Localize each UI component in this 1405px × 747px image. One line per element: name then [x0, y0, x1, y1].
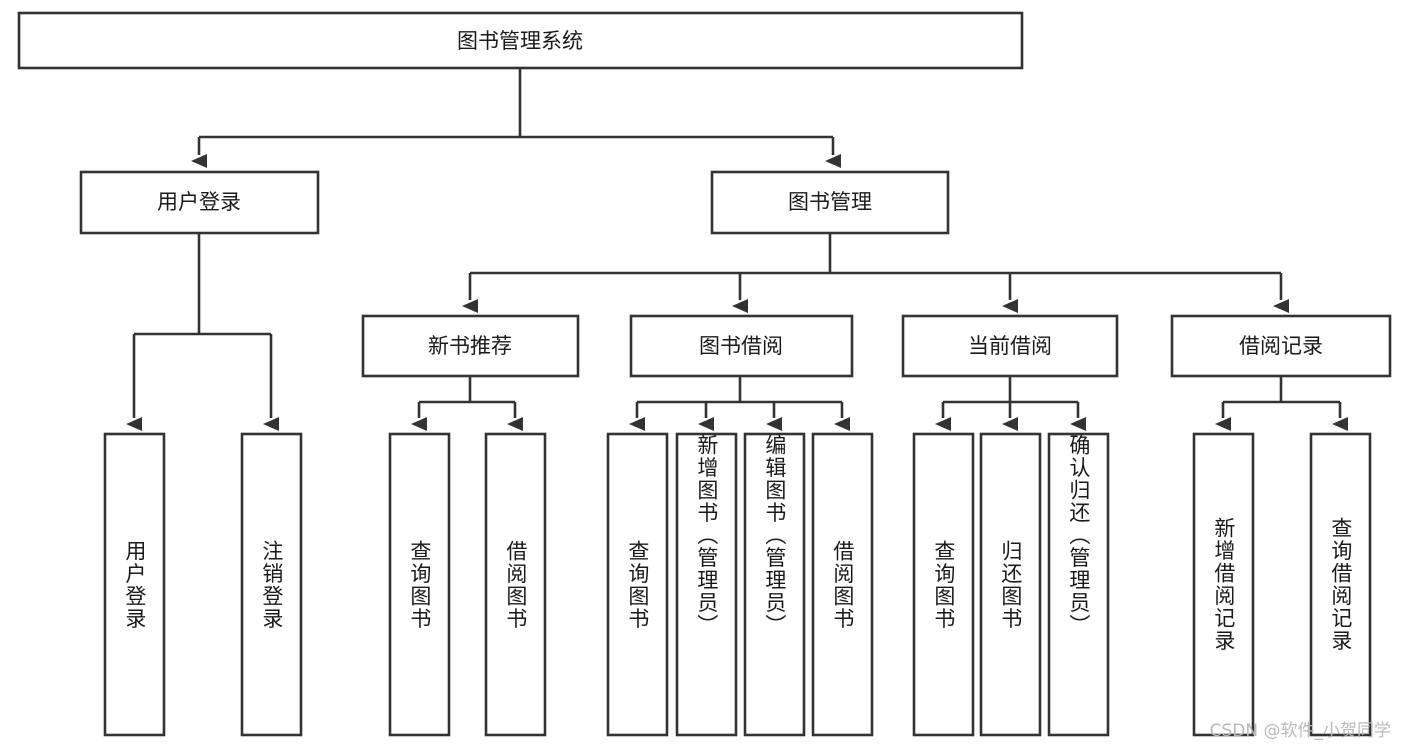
node-root-book-management-system[interactable]: 图书管理系统 — [17, 11, 1024, 70]
node-current-borrow-label: 当前借阅 — [968, 334, 1052, 358]
node-current-borrow[interactable]: 当前借阅 — [901, 314, 1119, 378]
leaf-box-book-borrow-1[interactable] — [675, 432, 738, 737]
connector-book-borrow-to-leaves — [629, 377, 850, 431]
node-book-borrow[interactable]: 图书借阅 — [629, 314, 854, 378]
leaf-box-user-login-0[interactable] — [103, 432, 166, 737]
connector-borrow-record-to-leaves — [1215, 377, 1348, 431]
leaf-box-borrow-record-0[interactable] — [1192, 432, 1255, 737]
connector-book-manage-to-level3 — [462, 234, 1289, 313]
leaf-box-current-borrow-2[interactable] — [1047, 432, 1110, 737]
node-borrow-record-label: 借阅记录 — [1239, 334, 1323, 358]
leaf-box-borrow-record-1[interactable] — [1309, 432, 1372, 737]
connector-new-book-to-leaves — [411, 377, 523, 431]
leaf-box-new-book-1[interactable] — [484, 432, 547, 737]
node-new-book-recommend[interactable]: 新书推荐 — [361, 314, 580, 378]
leaf-box-book-borrow-3[interactable] — [811, 432, 874, 737]
leaf-box-new-book-0[interactable] — [388, 432, 451, 737]
node-new-book-recommend-label: 新书推荐 — [428, 334, 512, 358]
node-user-login-label: 用户登录 — [157, 190, 241, 214]
node-book-management-label: 图书管理 — [788, 190, 872, 214]
connector-current-borrow-to-leaves — [935, 377, 1086, 431]
leaf-box-user-login-1[interactable] — [240, 432, 303, 737]
node-borrow-record[interactable]: 借阅记录 — [1170, 314, 1392, 378]
connector-user-login-to-leaves — [126, 234, 279, 431]
leaf-box-current-borrow-1[interactable] — [979, 432, 1042, 737]
leaf-box-book-borrow-2[interactable] — [743, 432, 806, 737]
node-book-management[interactable]: 图书管理 — [710, 170, 950, 235]
connector-root-to-level2 — [191, 69, 841, 168]
node-book-borrow-label: 图书借阅 — [699, 334, 783, 358]
leaf-box-current-borrow-0[interactable] — [912, 432, 975, 737]
node-root-label: 图书管理系统 — [457, 29, 583, 53]
node-user-login[interactable]: 用户登录 — [79, 170, 320, 235]
leaf-box-book-borrow-0[interactable] — [606, 432, 669, 737]
